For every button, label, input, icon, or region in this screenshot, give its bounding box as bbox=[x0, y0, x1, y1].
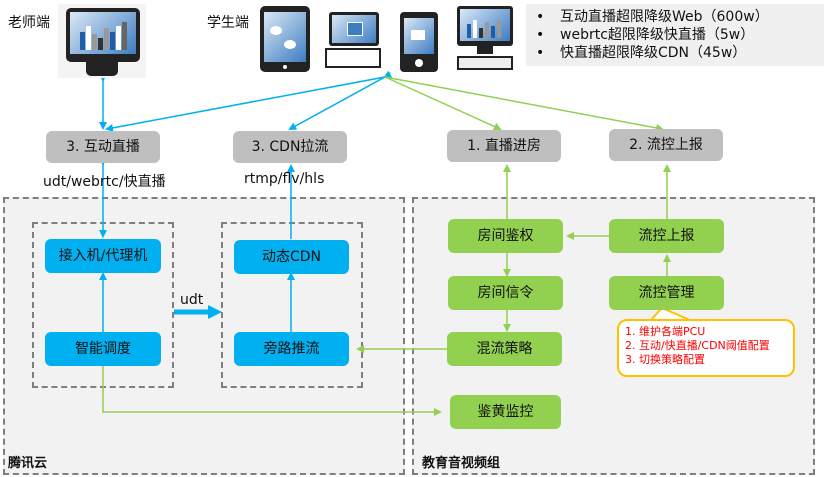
callout-line: 3. 切换策略配置 bbox=[625, 353, 705, 366]
student-desktop-computer-icon bbox=[453, 6, 517, 72]
student-laptop-icon bbox=[323, 12, 385, 72]
arrow-student-interactive bbox=[105, 71, 392, 132]
enter-room-stage[interactable]: 1. 直播进房 bbox=[447, 130, 561, 162]
arrow-student-cdn bbox=[288, 70, 393, 130]
access-proxy-node[interactable]: 接入机/代理机 bbox=[45, 239, 161, 273]
legend-item: •webrtc超限降级快直播（5w） bbox=[536, 27, 755, 43]
callout-line: 2. 互动/快直播/CDN阈值配置 bbox=[625, 339, 770, 352]
smart-schedule-node[interactable]: 智能调度 bbox=[45, 332, 161, 366]
room-signal-node[interactable]: 房间信令 bbox=[448, 276, 563, 310]
student-label: 学生端 bbox=[207, 15, 249, 31]
cdn-protocol-label: rtmp/flv/hls bbox=[244, 171, 325, 187]
flow-report-stage[interactable]: 2. 流控上报 bbox=[609, 129, 723, 161]
interactive-protocol-label: udt/webrtc/快直播 bbox=[43, 174, 166, 190]
dynamic-cdn-node[interactable]: 动态CDN bbox=[234, 240, 349, 274]
flow-report-node[interactable]: 流控上报 bbox=[609, 219, 724, 253]
cdn-pull-stage[interactable]: 3. CDN拉流 bbox=[233, 131, 347, 163]
flow-manage-node[interactable]: 流控管理 bbox=[609, 276, 724, 310]
student-tablet-icon bbox=[260, 6, 310, 72]
interactive-live-stage[interactable]: 3. 互动直播 bbox=[46, 131, 160, 163]
arrow-schedule-monitor bbox=[102, 366, 442, 416]
student-smartphone-icon bbox=[400, 12, 438, 72]
porn-monitor-node[interactable]: 鉴黄监控 bbox=[450, 395, 561, 429]
degradation-legend: •互动直播超限降级Web（600w） •webrtc超限降级快直播（5w） •快… bbox=[526, 4, 824, 66]
room-auth-node[interactable]: 房间鉴权 bbox=[448, 219, 563, 253]
edu-av-group-title: 教育音视频组 bbox=[422, 456, 501, 471]
mix-strategy-node[interactable]: 混流策略 bbox=[447, 332, 562, 366]
legend-item: •快直播超限降级CDN（45w） bbox=[536, 45, 747, 61]
udt-label: udt bbox=[180, 292, 204, 308]
bypass-push-node[interactable]: 旁路推流 bbox=[234, 332, 349, 366]
cdn-subregion bbox=[221, 222, 363, 388]
teacher-desktop-monitor-icon bbox=[58, 4, 146, 78]
arrow-student-flow-report bbox=[384, 76, 664, 132]
arrow-udt-head bbox=[208, 305, 222, 319]
callout-line: 1. 维护各端PCU bbox=[625, 325, 706, 338]
flow-manage-callout: 1. 维护各端PCU 2. 互动/快直播/CDN阈值配置 3. 切换策略配置 bbox=[617, 319, 795, 377]
tencent-cloud-title: 腾讯云 bbox=[8, 456, 48, 471]
teacher-label: 老师端 bbox=[8, 15, 50, 31]
arrow-student-enter-room bbox=[384, 76, 502, 131]
legend-item: •互动直播超限降级Web（600w） bbox=[536, 9, 769, 25]
